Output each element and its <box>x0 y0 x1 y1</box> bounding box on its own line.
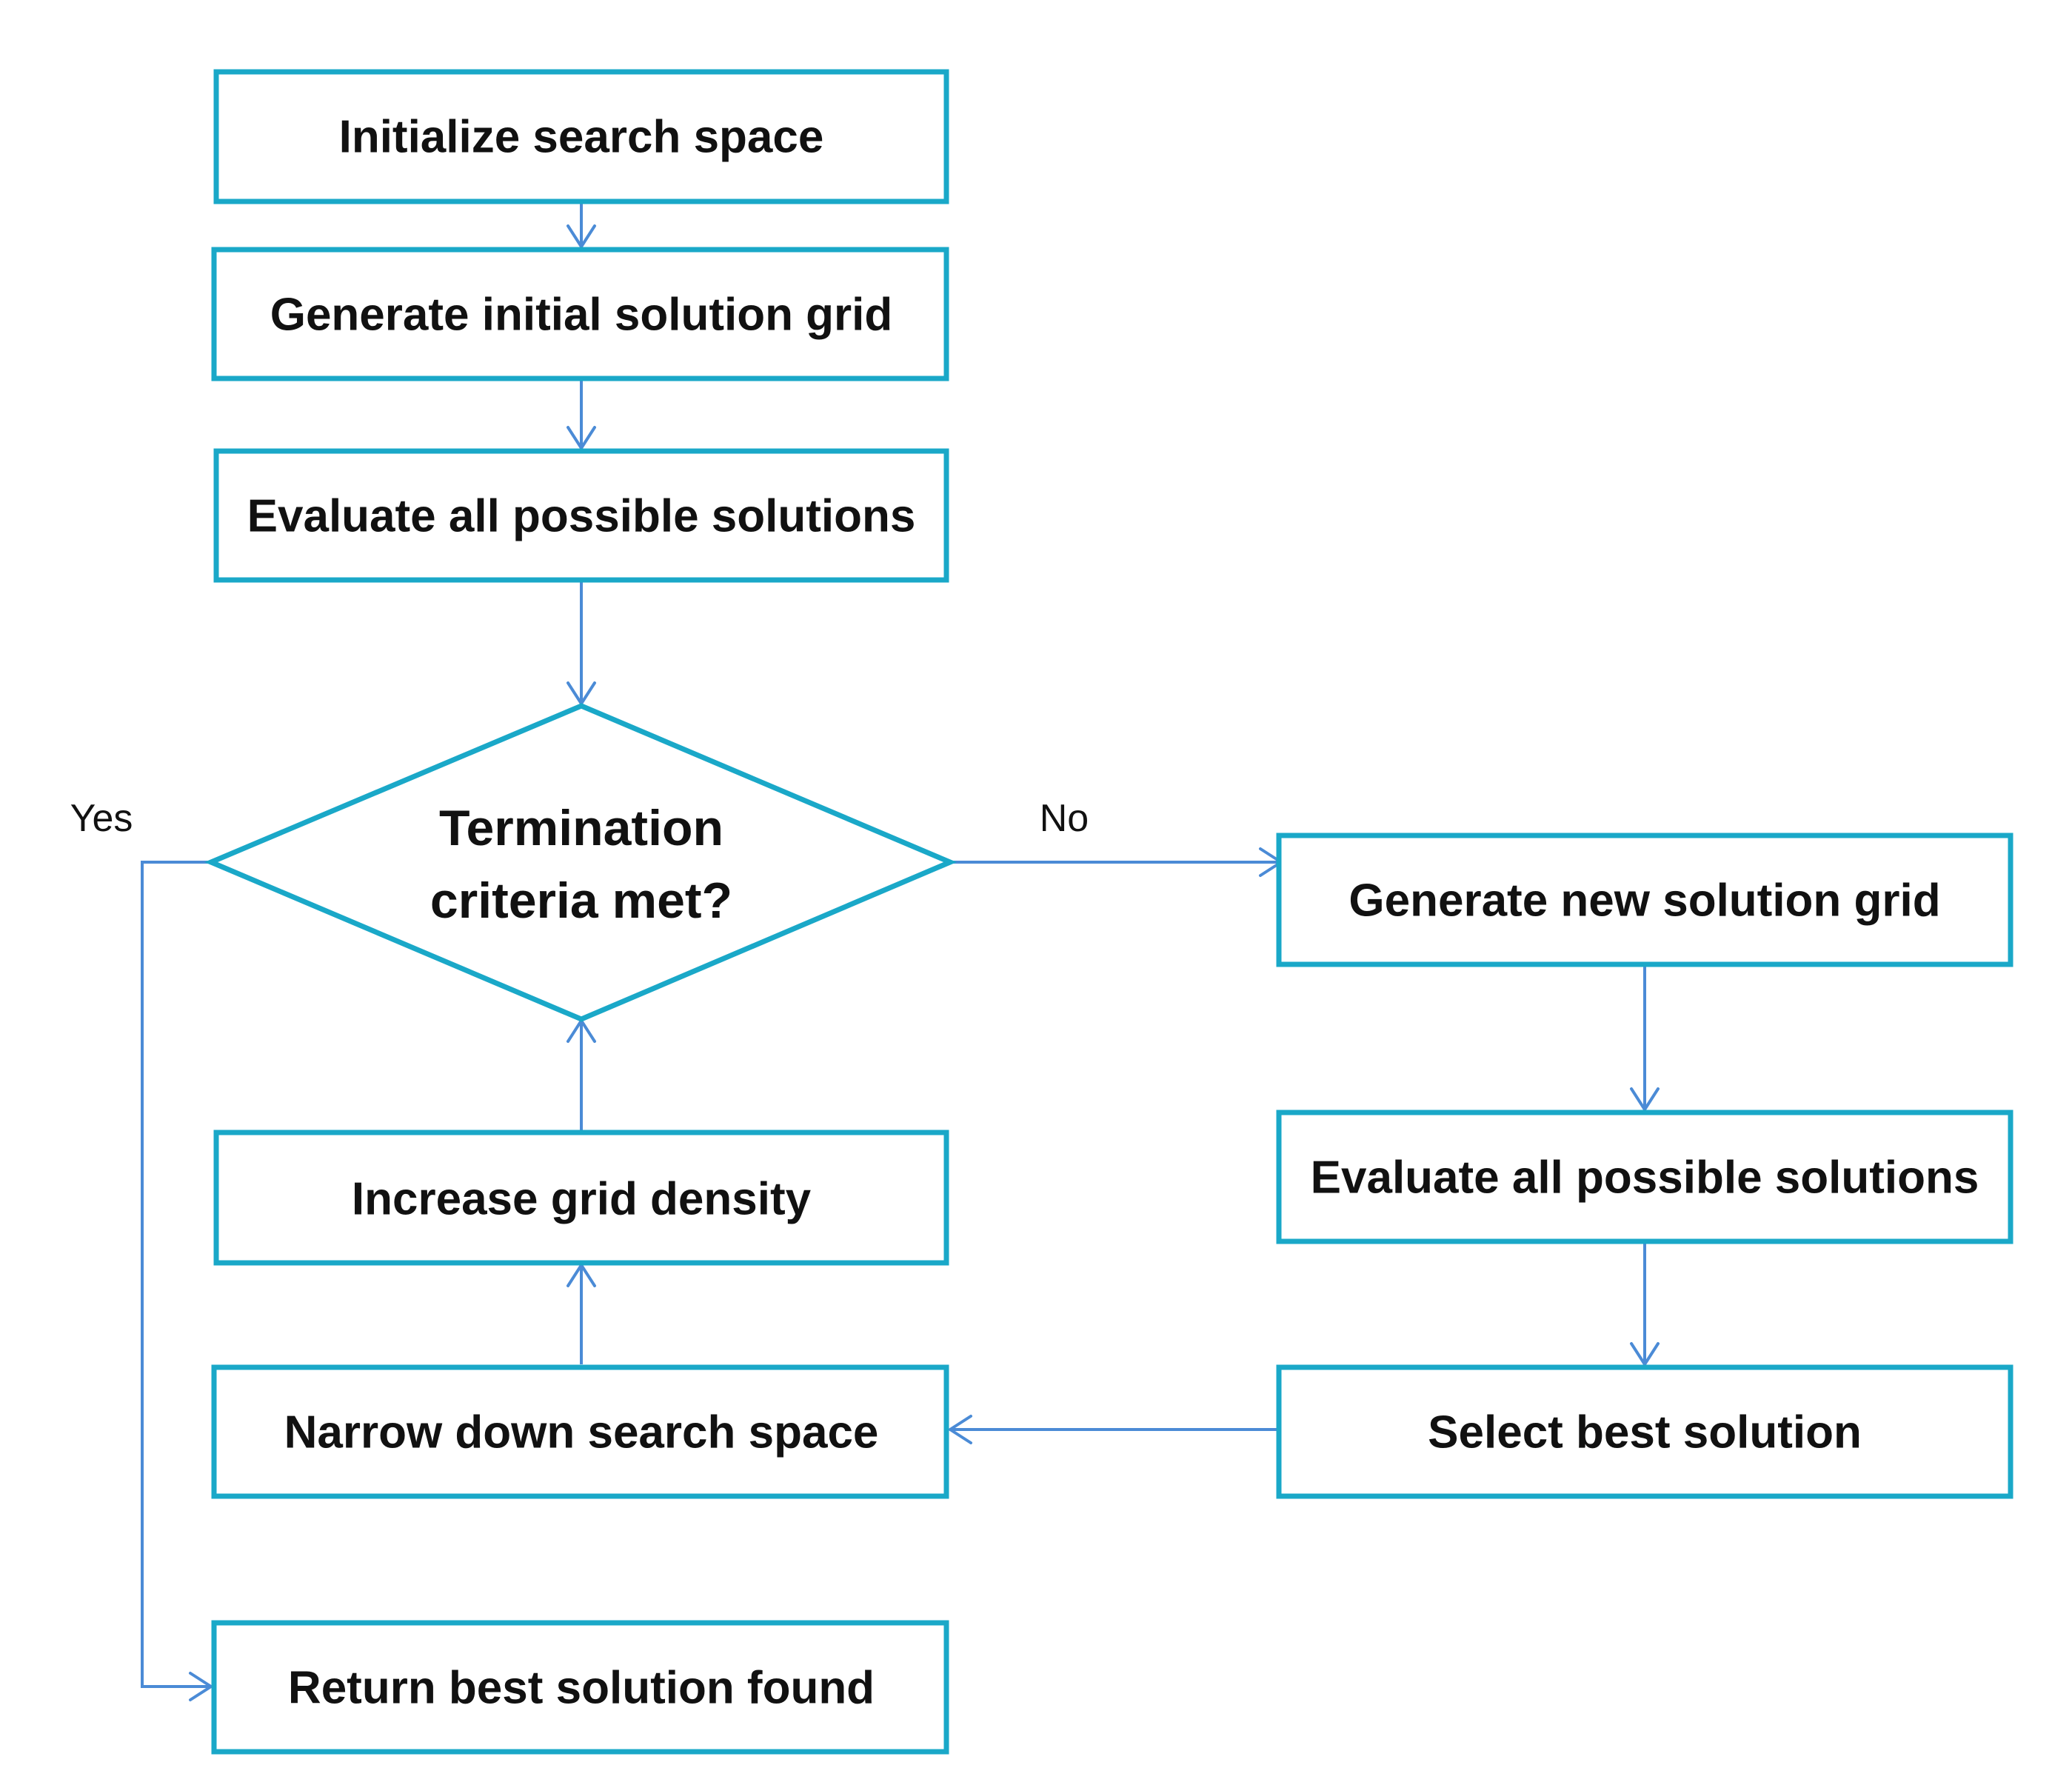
arrowhead-narrow <box>949 1415 972 1444</box>
node-narrow-down-search-space: Narrow down search space <box>211 1364 949 1499</box>
node-select-best-solution: Select best solution <box>1276 1364 2013 1499</box>
node-evaluate-all-possible-solutions-2: Evaluate all possible solutions <box>1276 1110 2013 1244</box>
decision-label-line-1: Termination <box>439 800 723 856</box>
node-label: Generate initial solution grid <box>270 290 893 341</box>
node-label: Evaluate all possible solutions <box>1311 1152 1979 1204</box>
node-label: Increase grid density <box>352 1174 812 1225</box>
arrowhead-select-best <box>1630 1342 1660 1366</box>
edge-label-yes: Yes <box>70 797 133 840</box>
node-return-best-solution-found: Return best solution found <box>211 1620 949 1755</box>
node-label: Generate new solution grid <box>1349 875 1940 927</box>
node-label: Evaluate all possible solutions <box>247 491 916 542</box>
edge-decision-yes <box>141 861 211 1688</box>
node-evaluate-all-possible-solutions-1: Evaluate all possible solutions <box>213 448 949 583</box>
edge-label-no: No <box>1040 797 1089 840</box>
arrowhead-return-best <box>189 1672 213 1701</box>
decision-label-line-2: criteria met? <box>430 873 732 929</box>
node-label: Narrow down search space <box>284 1407 879 1458</box>
node-label: Select best solution <box>1428 1407 1862 1458</box>
node-label: Initialize search space <box>339 112 824 163</box>
node-label: Return best solution found <box>288 1663 875 1714</box>
arrowhead-evaluate-1 <box>567 426 596 450</box>
arrowhead-evaluate-2 <box>1630 1087 1660 1111</box>
node-generate-new-solution-grid: Generate new solution grid <box>1276 833 2013 967</box>
node-initialize-search-space: Initialize search space <box>213 69 949 204</box>
node-generate-initial-solution-grid: Generate initial solution grid <box>211 247 949 381</box>
decision-termination-criteria: Termination criteria met? <box>204 703 957 1022</box>
node-increase-grid-density: Increase grid density <box>213 1130 949 1266</box>
arrowhead-generate-initial <box>567 224 596 248</box>
